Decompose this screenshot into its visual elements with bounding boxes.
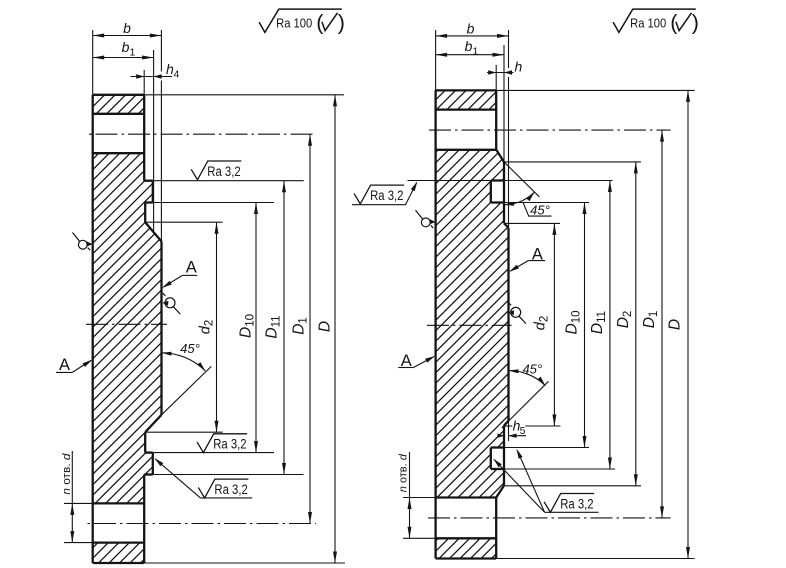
svg-text:45°: 45° [180,341,200,356]
svg-text:b: b [123,20,131,36]
svg-text:h: h [166,61,174,77]
svg-text:A: A [532,246,543,264]
svg-text:5: 5 [520,425,526,437]
svg-text:1: 1 [130,47,136,59]
svg-text:1: 1 [473,46,479,58]
svg-text:Ra 100: Ra 100 [276,16,312,30]
svg-text:45°: 45° [530,202,550,217]
svg-text:b: b [467,21,475,37]
svg-text:Ra 3,2: Ra 3,2 [214,482,247,497]
svg-text:h: h [513,417,521,433]
svg-text:Ra 100: Ra 100 [630,16,666,30]
svg-text:(: ( [316,10,324,34]
svg-text:D: D [317,321,334,332]
svg-text:Ra 3,2: Ra 3,2 [560,496,593,511]
svg-text:4: 4 [174,69,180,81]
svg-text:(: ( [670,10,678,34]
svg-text:A: A [186,259,197,277]
svg-text:b: b [465,38,473,54]
svg-text:Ra 3,2: Ra 3,2 [207,164,240,179]
svg-text:Ra 3,2: Ra 3,2 [213,437,246,452]
svg-text:D: D [667,319,684,330]
svg-text:45°: 45° [522,361,542,376]
svg-text:A: A [59,356,70,374]
svg-text:b: b [122,39,130,55]
svg-text:): ) [338,10,345,34]
svg-text:n отв. d: n отв. d [61,453,73,495]
svg-text:A: A [401,352,412,370]
svg-text:): ) [692,10,699,34]
svg-text:Ra 3,2: Ra 3,2 [370,188,403,203]
svg-text:n отв. d: n отв. d [398,453,410,492]
svg-text:h: h [515,59,523,75]
